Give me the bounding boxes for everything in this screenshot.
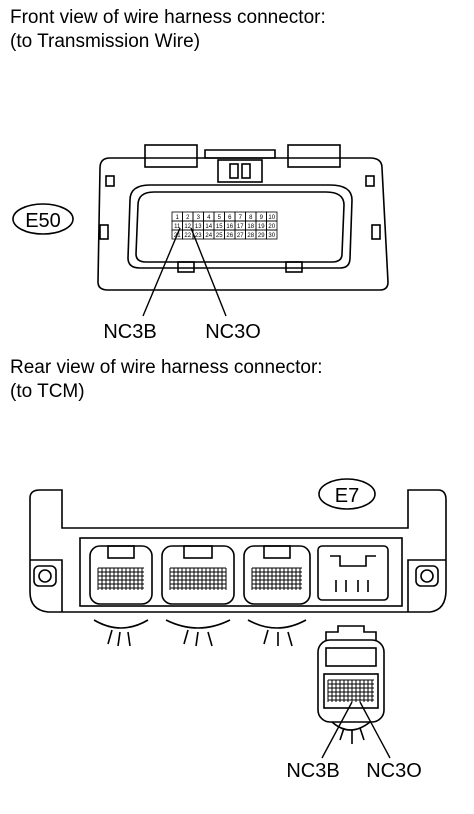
tcm-mount-right bbox=[415, 565, 439, 587]
e50-pin-17: 17 bbox=[237, 224, 244, 230]
e50-pin-9: 9 bbox=[260, 215, 264, 221]
e50-pin-5: 5 bbox=[218, 215, 222, 221]
e50-pin-26: 26 bbox=[226, 233, 233, 239]
e7-label-nc3o: NC3O bbox=[366, 760, 422, 782]
e50-pin-6: 6 bbox=[228, 215, 232, 221]
tcm-empty-socket bbox=[317, 545, 389, 601]
e7-nc3b-leader-line bbox=[321, 701, 353, 759]
nc3o-leader-line bbox=[190, 227, 227, 317]
e50-pin-11: 11 bbox=[174, 224, 181, 230]
e50-latch-left bbox=[144, 144, 198, 168]
e50-pin-29: 29 bbox=[258, 233, 265, 239]
e50-pin-2: 2 bbox=[186, 215, 190, 221]
rear-view-caption: Rear view of wire harness connector: (to… bbox=[10, 356, 323, 404]
e7-nc3o-leader-line bbox=[359, 701, 391, 759]
e50-pin-grid: 1234567891011121314151617181920212223242… bbox=[171, 211, 278, 240]
e50-outer-housing bbox=[97, 157, 389, 291]
tcm-mount-left bbox=[33, 565, 57, 587]
nc3b-leader-line bbox=[142, 227, 181, 317]
e50-pin-8: 8 bbox=[249, 215, 253, 221]
e50-id-oval bbox=[12, 203, 74, 235]
tcm-harness-connector-2 bbox=[161, 545, 235, 647]
e50-pin-4: 4 bbox=[207, 215, 211, 221]
e50-pin-14: 14 bbox=[205, 224, 212, 230]
e50-pin-22: 22 bbox=[184, 233, 191, 239]
e50-pin-10: 10 bbox=[268, 215, 275, 221]
e50-pin-1: 1 bbox=[176, 215, 180, 221]
e50-center-lock bbox=[204, 149, 276, 159]
rear-view-caption-line2: (to TCM) bbox=[10, 381, 85, 402]
e7-id-oval bbox=[318, 478, 376, 510]
e50-pin-30-cell bbox=[266, 229, 278, 240]
e50-pin-30: 30 bbox=[268, 233, 275, 239]
e50-pin-15: 15 bbox=[216, 224, 223, 230]
e50-pin-21: 21 bbox=[174, 233, 181, 239]
e50-pin-16: 16 bbox=[226, 224, 233, 230]
e50-pin-27: 27 bbox=[237, 233, 244, 239]
tcm-harness-connector-1 bbox=[89, 545, 153, 647]
e7-label-nc3b: NC3B bbox=[286, 760, 339, 782]
e50-pin-7: 7 bbox=[239, 215, 243, 221]
e50-label-nc3o: NC3O bbox=[205, 321, 261, 343]
e50-pin-24: 24 bbox=[205, 233, 212, 239]
e50-label-nc3b: NC3B bbox=[103, 321, 156, 343]
front-view-caption-line2: (to Transmission Wire) bbox=[10, 31, 201, 52]
e50-inner-contour bbox=[127, 184, 353, 269]
tcm-harness-connector-3 bbox=[243, 545, 311, 647]
e50-pin-3: 3 bbox=[197, 215, 201, 221]
front-view-caption: Front view of wire harness connector: (t… bbox=[10, 6, 326, 54]
e7-plug-pin-hatching bbox=[327, 679, 374, 702]
tcm-pin-hatching bbox=[97, 567, 302, 590]
e50-pin-18: 18 bbox=[247, 224, 254, 230]
e50-id-label: E50 bbox=[25, 210, 61, 232]
e50-pin-19: 19 bbox=[258, 224, 265, 230]
rear-view-caption-line1: Rear view of wire harness connector: bbox=[10, 357, 323, 378]
e50-pin-12: 12 bbox=[184, 224, 191, 230]
e50-pin-13: 13 bbox=[195, 224, 202, 230]
e50-connector-diagram: E50 123456789101112131415161718192021222… bbox=[12, 144, 389, 343]
e50-pin-20: 20 bbox=[268, 224, 275, 230]
e50-latch-right bbox=[287, 144, 341, 168]
e50-pin-25: 25 bbox=[216, 233, 223, 239]
e50-pin-23: 23 bbox=[195, 233, 202, 239]
e7-plug bbox=[317, 625, 385, 744]
e50-pin-28: 28 bbox=[247, 233, 254, 239]
e7-id-label: E7 bbox=[335, 485, 359, 507]
front-view-caption-line1: Front view of wire harness connector: bbox=[10, 7, 326, 28]
tcm-body bbox=[29, 489, 447, 613]
